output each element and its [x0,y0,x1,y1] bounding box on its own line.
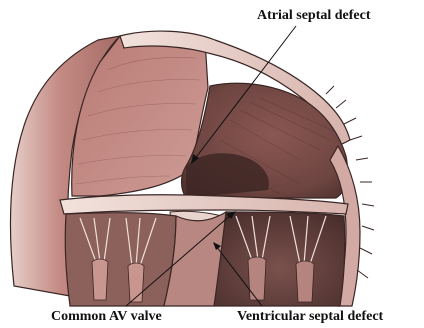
papillary-muscle-right-1 [248,257,266,300]
papillary-muscle-right-2 [296,261,314,302]
label-ventricular-septal-defect: Ventricular septal defect [237,310,383,324]
left-ventricle [65,213,176,306]
right-ventricle [214,212,345,306]
label-atrial-septal-defect: Atrial septal defect [257,9,371,23]
label-common-av-valve: Common AV valve [51,310,162,324]
papillary-muscle-left-2 [128,263,144,302]
papillary-muscle-left-1 [92,259,108,300]
